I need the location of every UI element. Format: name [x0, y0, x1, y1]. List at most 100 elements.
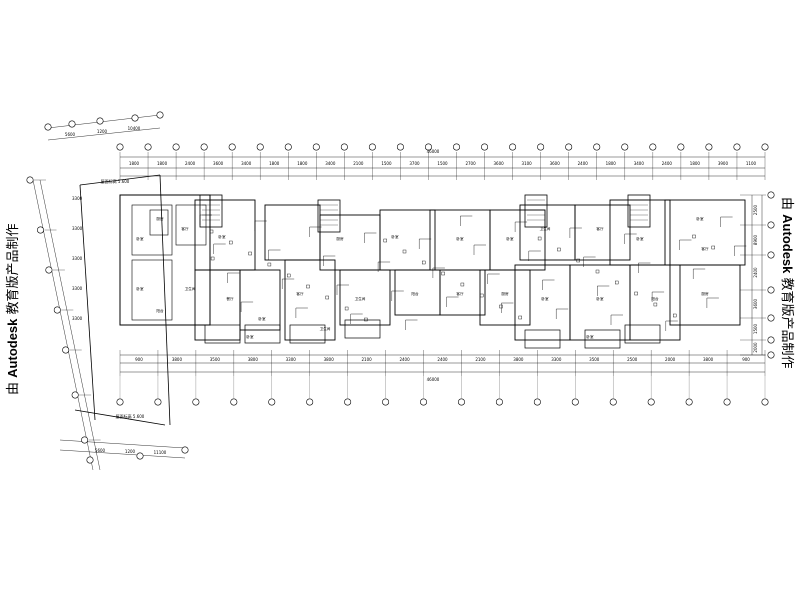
dimension-label: 1800 [690, 161, 701, 166]
plan-wall [609, 199, 671, 266]
plan-line [47, 114, 161, 129]
axis-bubble [677, 143, 685, 151]
axis-bubble [45, 266, 53, 274]
room-label: 卫生间 [320, 326, 331, 331]
dimension-label: 10400 [128, 126, 141, 131]
watermark-brand: Autodesk [780, 214, 795, 274]
axis-bubble [228, 143, 236, 151]
axis-bubble [537, 143, 545, 151]
fixture [634, 291, 638, 296]
dimension-label: 1200 [97, 129, 108, 134]
plan-wall [514, 264, 571, 341]
room-label: 卧室 [391, 234, 399, 239]
dimension-label: 1800 [297, 161, 308, 166]
dimension-label: 2000 [753, 342, 758, 353]
plan-line [159, 174, 171, 426]
dimension-label: 3300 [72, 256, 83, 261]
room-label: 卧室 [586, 334, 594, 339]
plan-wall [627, 194, 651, 228]
fixture [306, 284, 310, 289]
fixture [499, 304, 503, 309]
plan-wall [479, 269, 531, 326]
dimension-label: 1500 [381, 161, 392, 166]
watermark-suffix: 教育版产品制作 [6, 223, 21, 315]
axis-bubble [312, 143, 320, 151]
plan-wall [119, 194, 211, 326]
plan-line [32, 179, 94, 471]
room-label: 阳台 [411, 291, 419, 296]
dimension-label: 1800 [157, 161, 168, 166]
axis-bubble [593, 143, 601, 151]
watermark-prefix: 由 [779, 197, 794, 211]
dimension-label: 3800 [248, 357, 259, 362]
fixture [364, 317, 368, 322]
room-label: 客厅 [456, 291, 464, 296]
room-labels: 卧室卧室客厅厨房卫生间阳台卧室餐厅卧室客厅厨房卫生间卧室阳台卧室客厅卧室厨房卫生… [136, 216, 709, 339]
room-label: 厨房 [701, 291, 709, 296]
fixture [383, 238, 387, 243]
watermark-brand: Autodesk [5, 318, 20, 378]
dimension-label: 1800 [129, 161, 140, 166]
dimension-label: 3400 [325, 161, 336, 166]
axis-bubble [62, 346, 70, 354]
plan-line [79, 184, 96, 421]
room-label: 卧室 [506, 236, 514, 241]
axis-bubble [200, 143, 208, 151]
room-label: 卧室 [136, 286, 144, 291]
plan-wall [244, 324, 281, 344]
room-label: 厨房 [501, 291, 509, 296]
plan-wall [524, 329, 561, 349]
fixture [267, 262, 272, 267]
axis-bubble [767, 351, 775, 359]
fixture [480, 293, 484, 298]
axis-bubble [571, 398, 579, 406]
overall-dimension-top: 46000 [427, 149, 440, 154]
axis-bubble [767, 286, 775, 294]
fixture [711, 245, 715, 250]
plan-wall [319, 214, 381, 271]
axis-bubble [420, 398, 428, 406]
axis-bubble [192, 398, 200, 406]
axis-bubble [172, 143, 180, 151]
plan-wall [524, 194, 548, 228]
axis-bubble [761, 143, 769, 151]
dimension-label: 2100 [353, 161, 364, 166]
room-label: 卧室 [136, 236, 144, 241]
fixture [595, 269, 600, 274]
dimension-label: 3300 [551, 357, 562, 362]
axis-bubble [256, 143, 264, 151]
fixture [210, 256, 215, 261]
axis-bubble [609, 398, 617, 406]
room-label: 客厅 [596, 226, 604, 231]
axis-bubble [565, 143, 573, 151]
room-label: 卧室 [696, 216, 704, 221]
fixture [209, 229, 214, 234]
room-label: 卧室 [456, 236, 464, 241]
axis-bubble [81, 436, 89, 444]
axis-bubble [306, 398, 314, 406]
room-label: 卧室 [258, 316, 266, 321]
room-label: 厨房 [336, 236, 344, 241]
axis-bubble [86, 456, 94, 464]
plan-wall [664, 199, 746, 266]
plan-wall [149, 209, 169, 236]
plan-wall [339, 269, 391, 326]
fixture [422, 260, 426, 265]
fixture [287, 273, 291, 278]
axis-bubble [340, 143, 348, 151]
room-label: 卧室 [596, 296, 604, 301]
room-label: 客厅 [701, 246, 709, 251]
axis-bubble [685, 398, 693, 406]
dimension-label: 3300 [72, 316, 83, 321]
fixture [576, 258, 580, 263]
axis-bubble [156, 111, 164, 119]
plan-wall [489, 209, 546, 271]
room-label: 客厅 [296, 291, 304, 296]
dimension-label: 3600 [550, 161, 561, 166]
axis-bubble [509, 143, 517, 151]
dimension-label: 3600 [213, 161, 224, 166]
axis-bubble [761, 398, 769, 406]
axis-bubble [767, 251, 775, 259]
